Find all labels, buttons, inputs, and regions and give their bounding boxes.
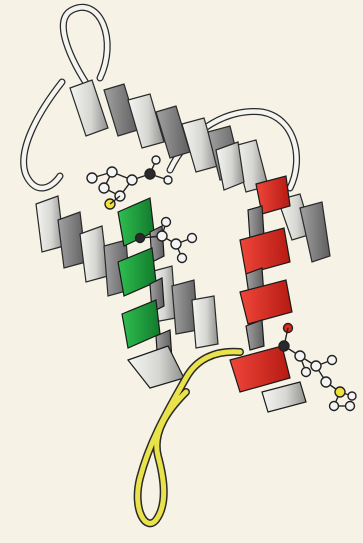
ball-and-stick-top [87, 156, 172, 209]
